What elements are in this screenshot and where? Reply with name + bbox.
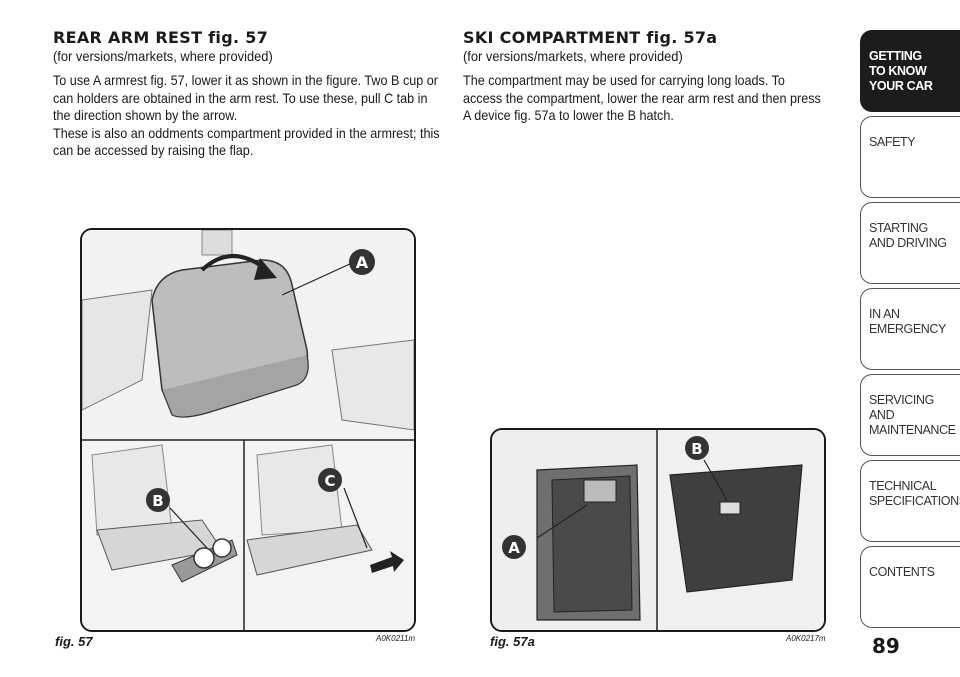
tab-contents[interactable]: CONTENTS [860, 546, 960, 628]
section-ski-compartment: SKI COMPARTMENT fig. 57a (for versions/m… [463, 28, 863, 125]
section-heading: SKI COMPARTMENT fig. 57a [463, 28, 718, 47]
tab-label: IN AN EMERGENCY [869, 307, 946, 336]
paragraph: These is also an oddments compartment pr… [53, 124, 440, 159]
tab-in-an-emergency[interactable]: IN AN EMERGENCY [860, 288, 960, 370]
label-a: A [356, 253, 369, 272]
tab-servicing-and-maintenance[interactable]: SERVICING AND MAINTENANCE [860, 374, 960, 456]
tab-technical-specifications[interactable]: TECHNICAL SPECIFICATIONS [860, 460, 960, 542]
tab-label: SERVICING AND MAINTENANCE [869, 393, 956, 437]
tab-label: GETTING TO KNOW YOUR CAR [869, 49, 933, 93]
armrest-illustration: A B C [82, 230, 414, 630]
section-body: The compartment may be used for carrying… [463, 72, 823, 125]
tab-label: TECHNICAL SPECIFICATIONS [869, 479, 960, 508]
label-a: A [508, 539, 520, 557]
paragraph: The compartment may be used for carrying… [463, 72, 821, 123]
section-subheading: (for versions/markets, where provided) [53, 48, 273, 64]
section-heading: REAR ARM REST fig. 57 [53, 28, 269, 47]
figure-code: A0K0217m [786, 634, 826, 643]
figure-caption: fig. 57a [490, 634, 535, 649]
figure-57: A B C [80, 228, 416, 632]
ski-compartment-illustration: A B [492, 430, 824, 630]
figure-caption: fig. 57 [55, 634, 93, 649]
tab-label: CONTENTS [869, 565, 935, 579]
tab-safety[interactable]: SAFETY [860, 116, 960, 198]
tab-starting-and-driving[interactable]: STARTING AND DRIVING [860, 202, 960, 284]
paragraph: To use A armrest fig. 57, lower it as sh… [53, 72, 438, 123]
figure-code: A0K0211m [376, 634, 415, 643]
figure-57a: A B [490, 428, 826, 632]
section-rear-arm-rest: REAR ARM REST fig. 57 (for versions/mark… [53, 28, 453, 160]
tab-label: STARTING AND DRIVING [869, 221, 947, 250]
label-b: B [152, 492, 163, 510]
section-body: To use A armrest fig. 57, lower it as sh… [53, 72, 440, 160]
tab-getting-to-know-your-car[interactable]: GETTING TO KNOW YOUR CAR [860, 30, 960, 112]
page-number: 89 [872, 634, 900, 658]
label-b: B [691, 440, 702, 458]
tab-label: SAFETY [869, 135, 916, 149]
section-subheading: (for versions/markets, where provided) [463, 48, 683, 64]
label-c: C [324, 472, 335, 490]
